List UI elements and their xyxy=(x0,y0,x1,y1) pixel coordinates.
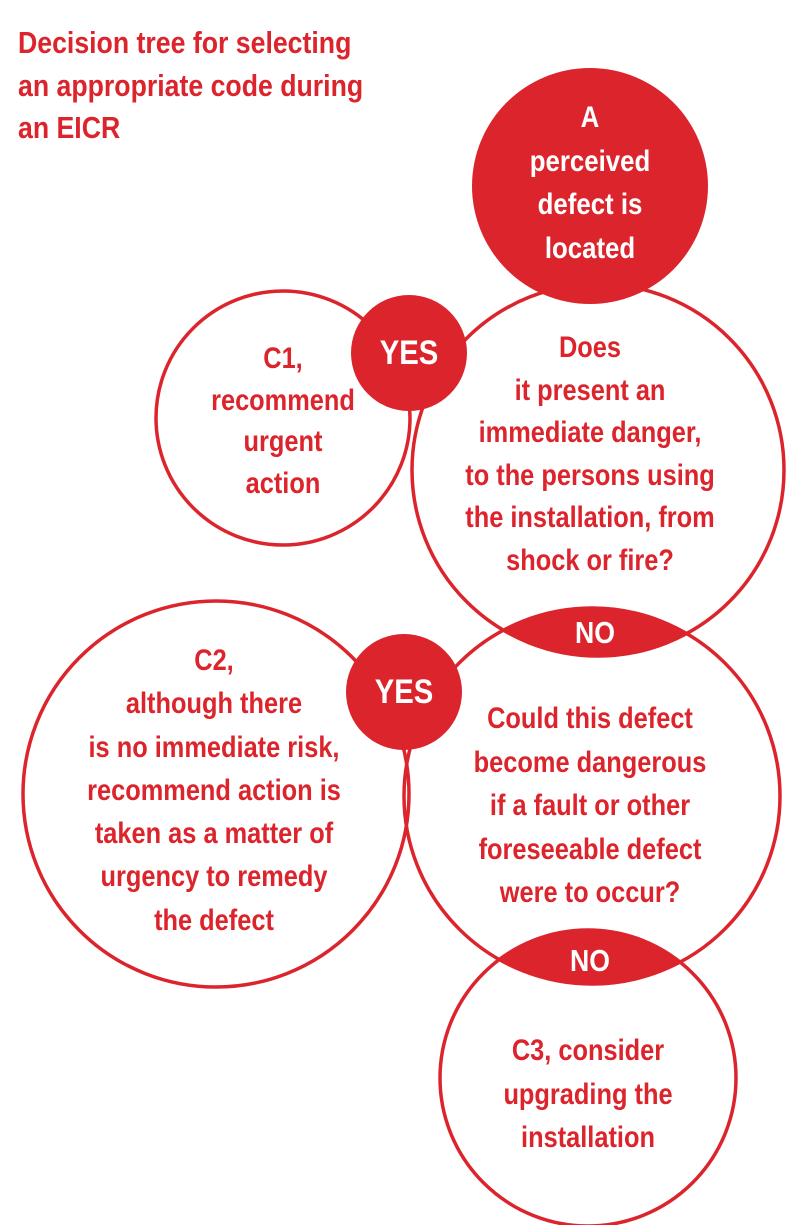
start-node-circle xyxy=(472,68,708,304)
q2-node-label: Could this defect become dangerous if a … xyxy=(473,702,707,909)
c2-node-circle xyxy=(21,599,411,989)
q1-node-label: Does it present an immediate danger, to … xyxy=(465,331,715,577)
yes2-label: YES xyxy=(374,673,434,711)
no2-label: NO xyxy=(570,943,610,978)
no1-label: NO xyxy=(575,615,615,650)
c1-node-circle xyxy=(154,289,412,547)
yes2-circle xyxy=(346,634,462,750)
yes1-label: YES xyxy=(379,334,439,372)
c2-node-label: C2, although there is no immediate risk,… xyxy=(87,644,341,937)
c1-node-label: C1, recommend urgent action xyxy=(211,342,355,500)
yes1-circle xyxy=(351,295,467,411)
start-node-label: A perceived defect is located xyxy=(529,101,651,265)
c3-node-label: C3, consider upgrading the installation xyxy=(503,1034,673,1154)
diagram-title: Decision tree for selecting an appropria… xyxy=(18,25,364,145)
